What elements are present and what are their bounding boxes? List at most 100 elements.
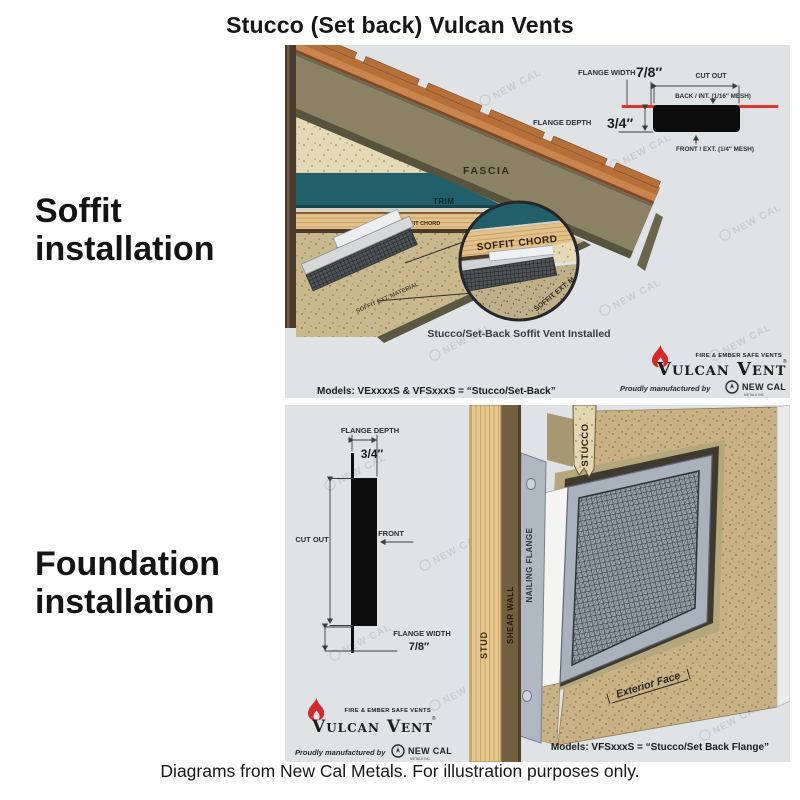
shingle-row <box>290 45 661 197</box>
flange-depth-label: FLANGE DEPTH <box>341 426 399 435</box>
stucco-strip <box>572 405 597 478</box>
soffit-label-line2: installation <box>35 230 215 269</box>
newcal-icon-glyph <box>396 747 400 753</box>
watermark-icon <box>719 229 731 241</box>
fascia-end-cap <box>637 213 663 271</box>
manufactured-by-text: Proudly manufactured by <box>295 748 386 757</box>
newcal-icon <box>391 744 405 758</box>
flange-depth-value: 3/4″ <box>361 447 384 461</box>
newcal-name: NEW CAL <box>742 382 786 392</box>
vent-profile-block <box>354 478 377 626</box>
trim-band-shadow <box>296 205 509 208</box>
vulcan-vent-logo: FIRE & EMBER SAFE VENTS Vulcan Vent ® Pr… <box>620 345 787 397</box>
watermark-icon <box>699 729 711 741</box>
callout-ring <box>458 200 580 322</box>
flange-width-label: FLANGE WIDTH <box>393 629 451 638</box>
vulcan-tagline: FIRE & EMBER SAFE VENTS <box>345 708 431 714</box>
vent-mesh <box>571 470 700 667</box>
vulcan-vent-logo: FIRE & EMBER SAFE VENTS Vulcan Vent ® Pr… <box>295 698 452 761</box>
watermark-icon <box>419 559 431 571</box>
callout-stucco-return <box>551 238 578 264</box>
front-ext-label: FRONT / EXT. (1/4″ MESH) <box>676 146 754 153</box>
flame-icon <box>307 698 325 721</box>
flange-depth-label: FLANGE DEPTH <box>533 118 591 127</box>
vent-profile-block <box>653 105 740 132</box>
foundation-label-line2: installation <box>35 583 215 622</box>
shingle-edge <box>286 46 655 205</box>
watermark-icon <box>709 349 721 361</box>
soffit-diagram-panel: NEW CAL NEW CAL NEW CAL NEW CAL NEW CAL … <box>285 45 790 398</box>
nailing-flange-label: NAILING FLANGE <box>525 527 534 602</box>
flange-width-label: FLANGE WIDTH <box>578 68 636 77</box>
flame-icon <box>651 345 669 368</box>
flange-width-value: 7/8″ <box>636 64 662 80</box>
cut-out-label: CUT OUT <box>695 73 727 80</box>
newcal-sub: METALS INC. <box>744 393 765 397</box>
newcal-logo: NEW CAL METALS INC. <box>391 744 452 761</box>
stud-label: STUD <box>479 631 489 659</box>
vulcan-wordmark: Vulcan Vent <box>311 717 433 737</box>
front-label: FRONT <box>378 529 404 538</box>
foundation-illustration: STUCCO NAILING FLANGE SHEAR WALL STUD Ex… <box>469 405 790 762</box>
flange-width-value: 7/8″ <box>409 641 430 653</box>
screw-hole <box>526 478 536 490</box>
watermark-icon <box>599 304 611 316</box>
fascia-board <box>285 51 652 252</box>
back-int-label: BACK / INT. (1/16″ MESH) <box>675 93 751 100</box>
soffit-installation-label: Soffit installation <box>35 192 214 268</box>
wall-cut-edge <box>285 45 296 328</box>
soffit-vent <box>300 208 418 292</box>
vulcan-tagline: FIRE & EMBER SAFE VENTS <box>696 353 782 359</box>
manufactured-by-text: Proudly manufactured by <box>620 384 711 393</box>
stucco-label: STUCCO <box>580 423 591 466</box>
watermark-icon <box>479 94 491 106</box>
soffit-vent-channel <box>300 215 415 275</box>
stud <box>469 405 502 762</box>
flange-depth-value: 3/4″ <box>607 115 633 131</box>
foundation-installation-label: Foundation installation <box>35 545 220 621</box>
newcal-sub: METALS INC. <box>410 757 431 761</box>
exterior-face-underline <box>611 679 689 704</box>
page-title: Stucco (Set back) Vulcan Vents <box>226 12 574 38</box>
callout-vent-mesh <box>460 256 558 296</box>
trim-gap-line <box>296 208 512 212</box>
flange-profile-line <box>351 453 354 653</box>
shear-wall-edge <box>518 405 521 762</box>
soffit-callout: SOFFIT CHORD SOFFIT EXT. M Stucco/Set-Ba… <box>427 200 611 340</box>
soffit-dimension-figure: FLANGE WIDTH 7/8″ CUT OUT BACK / INT. (1… <box>533 64 779 153</box>
registered-mark: ® <box>783 358 787 365</box>
fascia-top-edge <box>285 48 654 208</box>
callout-leader-line <box>376 292 474 302</box>
callout-gap-line <box>460 217 578 236</box>
soffit-chord-small-label: SOFFIT CHORD <box>399 221 440 227</box>
callout-chord-board <box>460 219 578 259</box>
foundation-models-text: Models: VFSxxxS = “Stucco/Set Back Flang… <box>551 742 769 753</box>
wall-side-edge <box>776 405 790 708</box>
soffit-models-text: Models: VExxxxS & VFSxxxS = “Stucco/Set-… <box>317 386 556 397</box>
shear-wall-label: SHEAR WALL <box>506 586 515 644</box>
newcal-logo: NEW CAL METALS INC. <box>725 380 786 397</box>
soffit-chord-edge <box>296 212 521 214</box>
shingle-steps <box>300 45 661 189</box>
newcal-icon <box>725 380 739 394</box>
cut-out-label: CUT OUT <box>295 535 329 544</box>
exterior-face-tick <box>686 668 691 680</box>
newcal-icon-glyph <box>730 383 734 389</box>
fascia-label: FASCIA <box>463 165 511 177</box>
screw-hole <box>522 690 532 702</box>
watermark-icon <box>429 699 441 711</box>
callout-caption: Stucco/Set-Back Soffit Vent Installed <box>427 328 610 340</box>
shingle-row <box>287 45 657 204</box>
trim-label: TRIM <box>433 197 455 206</box>
vulcan-wordmark: Vulcan Vent <box>656 359 786 380</box>
foundation-dimension-figure: FLANGE DEPTH 3/4″ CUT OUT FRONT FLANGE W… <box>295 426 451 653</box>
wall-cut-edge-highlight <box>287 45 290 328</box>
foundation-diagram-panel: NEW CAL NEW CAL NEW CAL NEW CAL NEW CAL … <box>285 405 790 762</box>
wall-shadow-band <box>547 413 573 467</box>
page-caption: Diagrams from New Cal Metals. For illust… <box>160 761 640 781</box>
registered-mark: ® <box>432 715 436 722</box>
watermark-icon <box>429 349 441 361</box>
trim-band <box>296 173 509 208</box>
soffit-label-line1: Soffit <box>35 192 122 230</box>
